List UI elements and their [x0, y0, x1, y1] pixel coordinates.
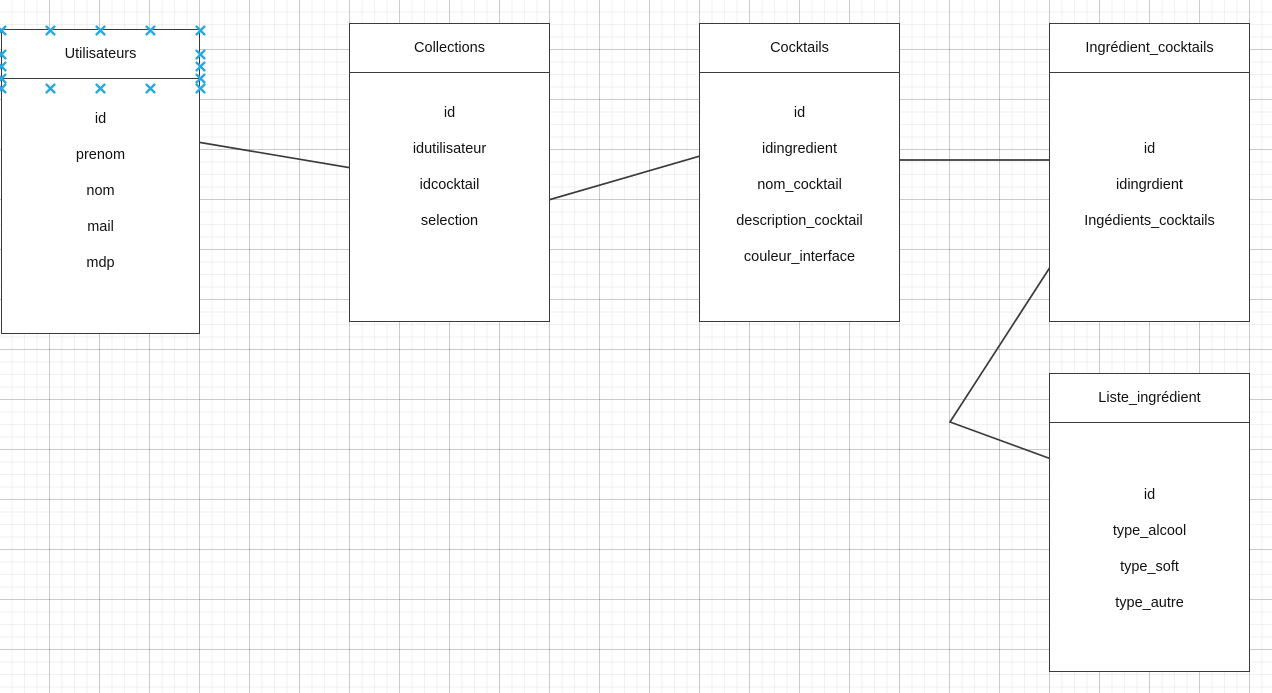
entity-ingredient-cocktails[interactable]: Ingrédient_cocktails id idingrdient Ingé… [1049, 23, 1250, 322]
entity-collections[interactable]: Collections id idutilisateur idcocktail … [349, 23, 550, 322]
entity-title: Cocktails [770, 39, 829, 56]
entity-header-collections[interactable]: Collections [350, 24, 549, 73]
entity-body-utilisateurs: id prenom nom mail mdp [2, 79, 199, 281]
entity-header-utilisateurs[interactable]: Utilisateurs [2, 30, 199, 79]
field-row[interactable]: id [1143, 141, 1156, 157]
entity-title: Liste_ingrédient [1098, 389, 1201, 406]
entity-title: Utilisateurs [64, 45, 137, 62]
entity-body-cocktails: id idingredient nom_cocktail description… [700, 73, 899, 275]
field-row[interactable]: mail [87, 219, 114, 235]
field-row[interactable]: type_soft [1120, 559, 1179, 575]
entity-utilisateurs[interactable]: Utilisateurs id prenom nom mail mdp [1, 29, 200, 334]
field-row[interactable]: selection [420, 213, 479, 229]
field-row[interactable]: type_alcool [1112, 523, 1187, 539]
entity-header-cocktails[interactable]: Cocktails [700, 24, 899, 73]
field-row[interactable]: mdp [86, 255, 115, 271]
entity-body-ingredient-cocktails: id idingrdient Ingédients_cocktails [1050, 73, 1249, 239]
field-row[interactable]: nom_cocktail [757, 177, 842, 193]
field-row[interactable]: idingrdient [1116, 177, 1183, 193]
field-row[interactable]: nom [86, 183, 115, 199]
field-row[interactable]: Ingédients_cocktails [1084, 213, 1215, 229]
field-row[interactable]: type_autre [1115, 595, 1184, 611]
entity-liste-ingredient[interactable]: Liste_ingrédient id type_alcool type_sof… [1049, 373, 1250, 672]
entity-title: Collections [414, 39, 485, 56]
field-row[interactable]: idcocktail [419, 177, 480, 193]
field-row[interactable]: couleur_interface [743, 249, 856, 265]
field-row[interactable]: prenom [75, 147, 126, 163]
entity-cocktails[interactable]: Cocktails id idingredient nom_cocktail d… [699, 23, 900, 322]
field-row[interactable]: description_cocktail [736, 213, 863, 229]
field-row[interactable]: idingredient [762, 141, 837, 157]
field-row[interactable]: idutilisateur [412, 141, 487, 157]
field-row[interactable]: id [443, 105, 456, 121]
entity-body-collections: id idutilisateur idcocktail selection [350, 73, 549, 239]
field-row[interactable]: id [94, 111, 107, 127]
entity-header-liste-ingredient[interactable]: Liste_ingrédient [1050, 374, 1249, 423]
entity-header-ingredient-cocktails[interactable]: Ingrédient_cocktails [1050, 24, 1249, 73]
field-row[interactable]: id [793, 105, 806, 121]
entity-title: Ingrédient_cocktails [1085, 39, 1214, 56]
field-row[interactable]: id [1143, 487, 1156, 503]
entity-body-liste-ingredient: id type_alcool type_soft type_autre [1050, 423, 1249, 621]
